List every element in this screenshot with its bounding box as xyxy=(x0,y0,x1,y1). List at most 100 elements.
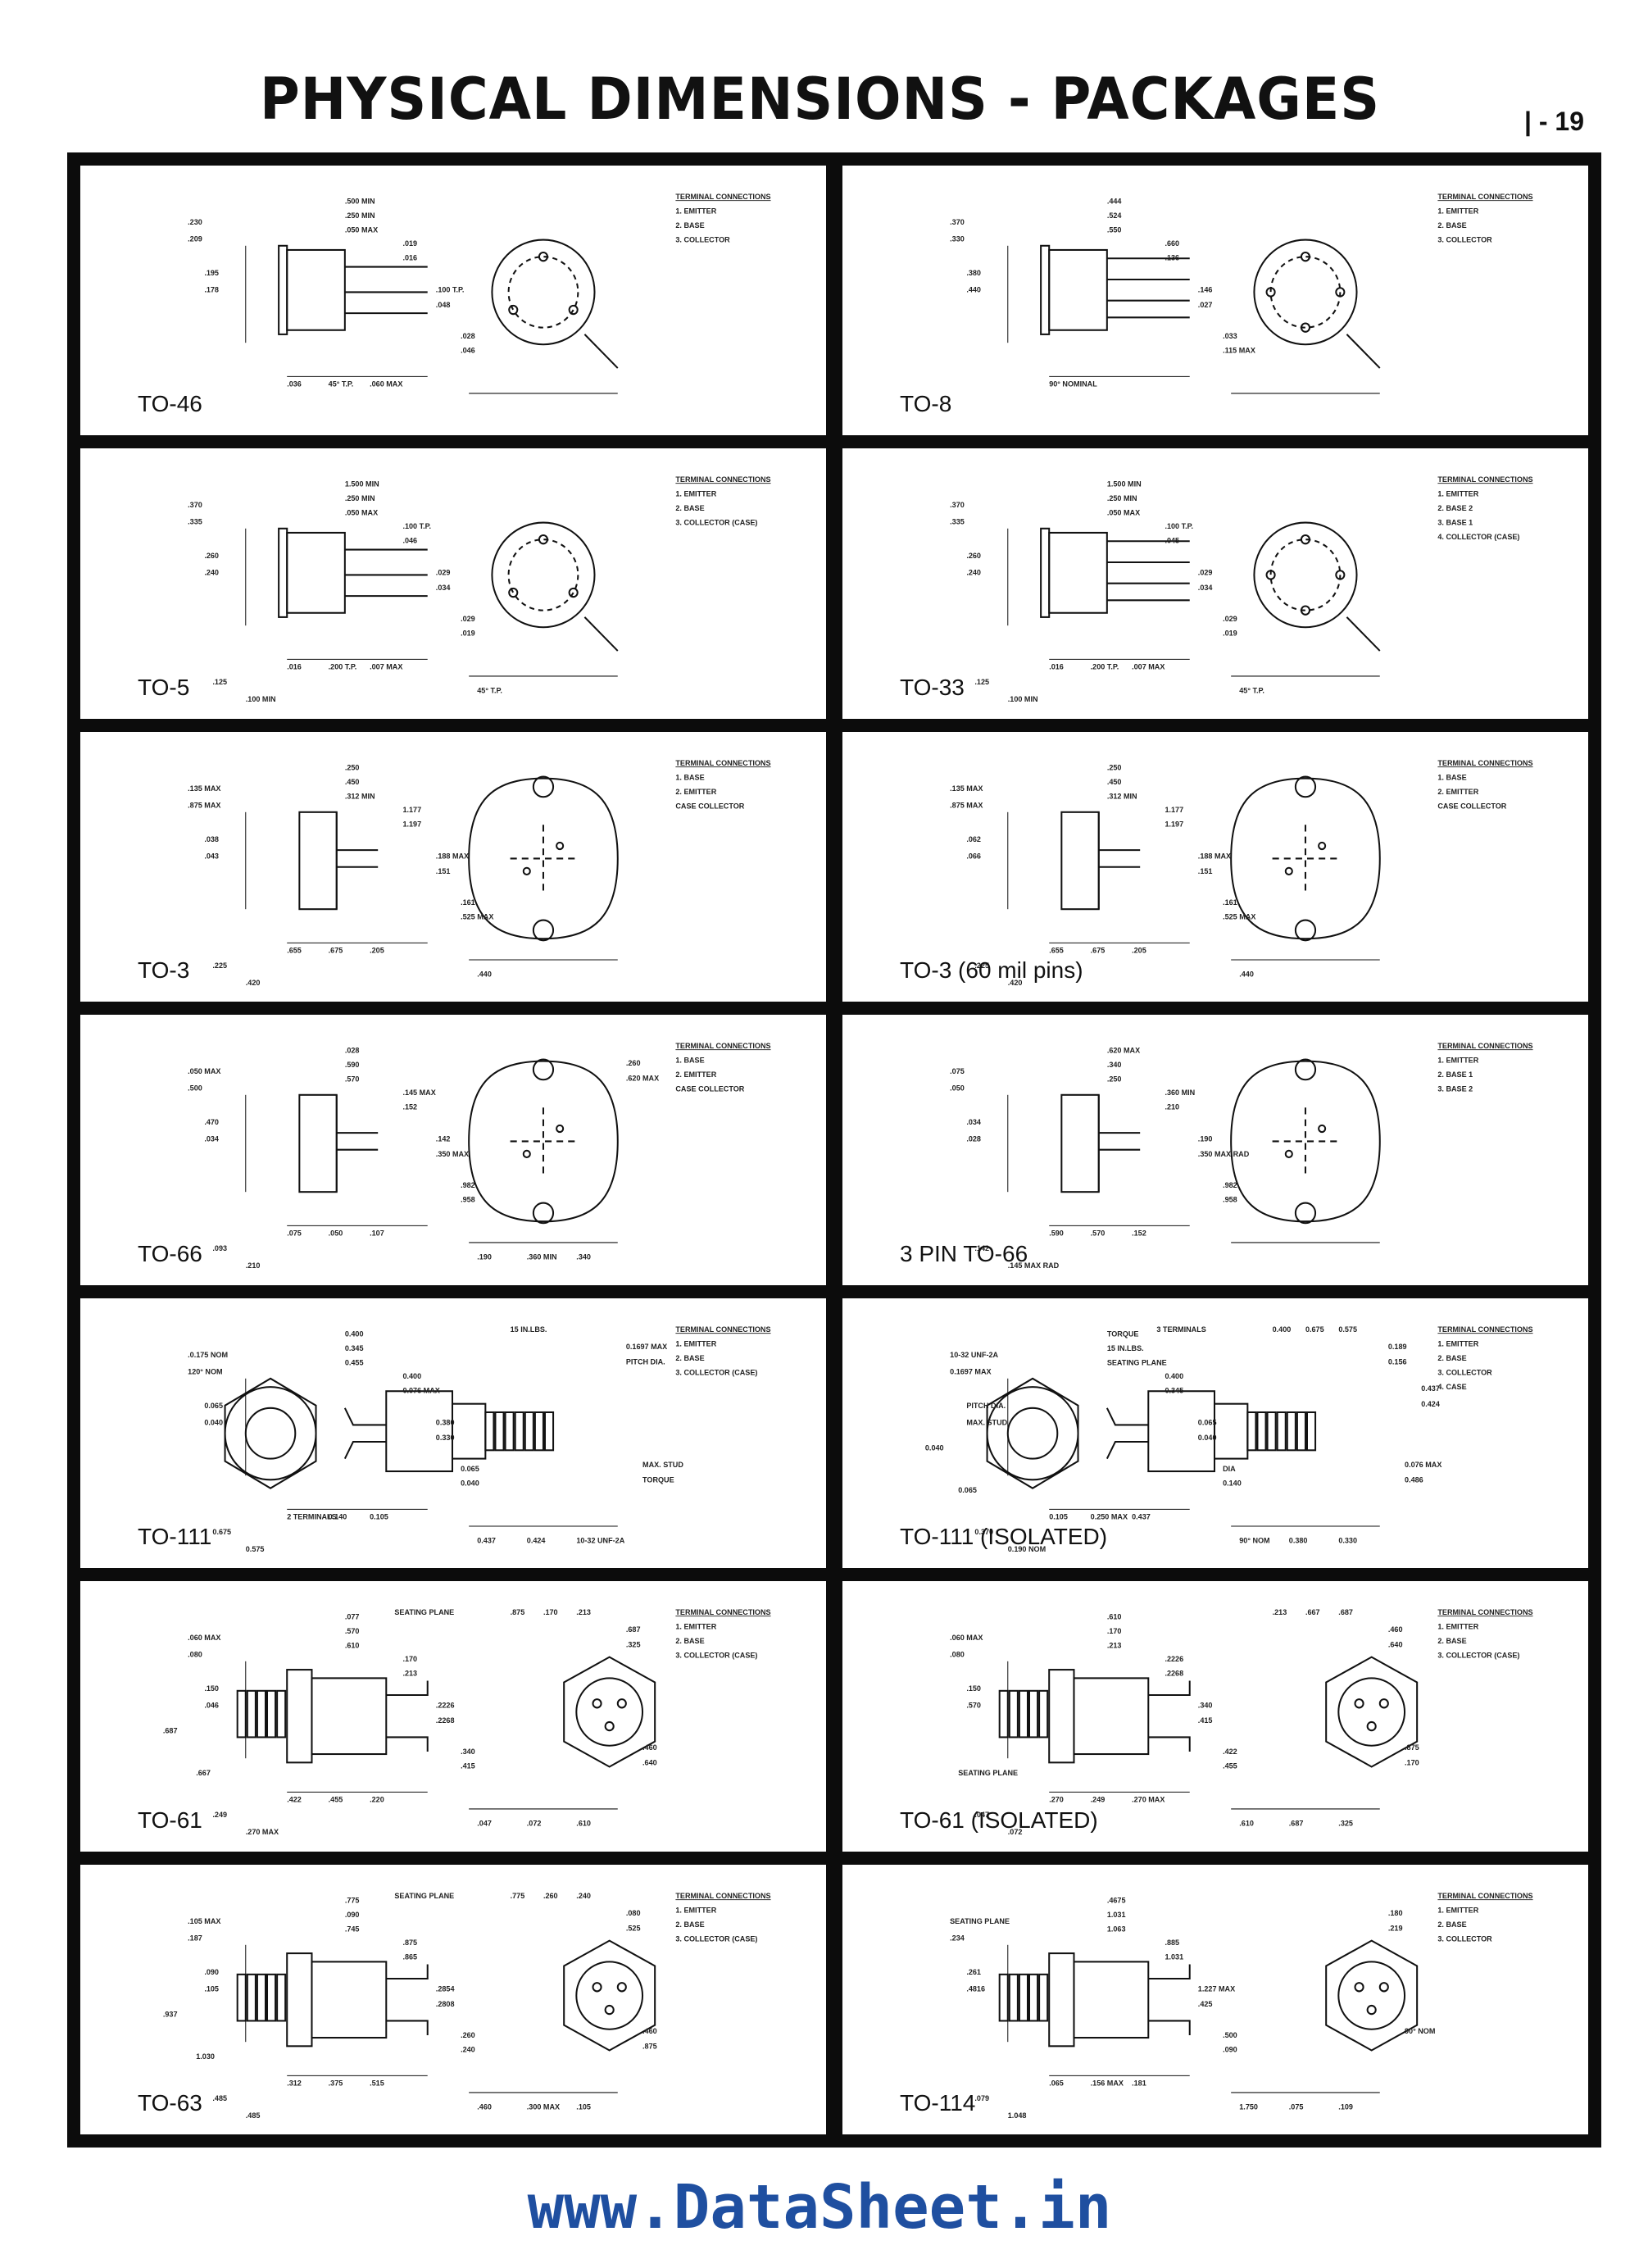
dimension-label: .029 xyxy=(1223,615,1237,623)
dimension-label: .655 xyxy=(1049,946,1064,954)
package-drawing: SEATING PLANE.234.261.4816.46751.0311.06… xyxy=(950,1892,1532,2120)
terminal-connection-item: CASE COLLECTOR xyxy=(1437,802,1506,810)
dimension-label: .220 xyxy=(370,1796,384,1804)
package-panel: .060 MAX.080.150.046.077.570.610.170.213… xyxy=(80,1581,826,1852)
dimension-label: .105 xyxy=(204,1984,219,1993)
dimension-label: 15 IN.LBS. xyxy=(1107,1343,1144,1352)
dimension-label: .875 xyxy=(1405,1743,1419,1752)
dimension-label: .250 MIN xyxy=(345,494,375,502)
dimension-label: .312 MIN xyxy=(345,792,375,800)
dimension-label: .077 xyxy=(345,1612,360,1620)
terminal-connection-item: 1. EMITTER xyxy=(1437,1057,1478,1065)
dimension-label: .570 xyxy=(966,1701,981,1709)
dimension-label: .620 MAX xyxy=(626,1074,660,1082)
dimension-label: .270 xyxy=(1049,1796,1064,1804)
dimension-label: .370 xyxy=(188,501,202,509)
dimension-label: .046 xyxy=(402,537,417,545)
dimension-label: .151 xyxy=(436,867,451,875)
dimension-label: .610 xyxy=(576,1820,591,1828)
dimension-label: TORQUE xyxy=(1107,1329,1139,1338)
dimension-label: .340 xyxy=(576,1253,591,1261)
dimension-label: .675 xyxy=(329,946,343,954)
dimension-label: .219 xyxy=(1388,1924,1403,1932)
package-label: TO-63 xyxy=(138,2089,202,2116)
dimension-label: .885 xyxy=(1165,1938,1179,1946)
dimension-label: .225 xyxy=(974,961,989,970)
dimension-label: 45° T.P. xyxy=(477,687,502,695)
terminal-connection-item: 2. EMITTER xyxy=(675,1070,716,1079)
dimension-label: .360 MIN xyxy=(527,1253,557,1261)
package-label: TO-61 xyxy=(138,1807,202,1833)
dimension-label: .034 xyxy=(204,1135,220,1143)
dimension-label: .016 xyxy=(402,253,417,261)
dimension-label: .050 MAX xyxy=(1107,509,1141,517)
terminal-connection-item: 2. BASE xyxy=(675,221,704,230)
dimension-label: .019 xyxy=(1223,629,1237,638)
terminal-connection-item: 1. EMITTER xyxy=(675,490,716,498)
terminal-connection-item: 2. BASE xyxy=(675,1920,704,1929)
terminal-connections-heading: TERMINAL CONNECTIONS xyxy=(1437,193,1532,201)
dimension-label: 1.500 MIN xyxy=(345,480,379,489)
dimension-label: .135 MAX xyxy=(188,784,221,793)
dimension-label: .065 xyxy=(1049,2079,1064,2087)
dimension-label: .016 xyxy=(287,663,302,671)
package-label: 3 PIN TO-66 xyxy=(900,1240,1028,1266)
package-label: TO-61 (ISOLATED) xyxy=(900,1807,1098,1833)
dimension-label: .420 xyxy=(246,979,261,987)
dimension-label: .460 xyxy=(1388,1625,1403,1634)
page-title: PHYSICAL DIMENSIONS - PACKAGES xyxy=(259,66,1381,133)
dimension-label: .066 xyxy=(966,852,981,860)
dimension-label: .062 xyxy=(966,835,981,843)
dimension-label: .188 MAX xyxy=(436,852,470,860)
dimension-label: .072 xyxy=(527,1820,542,1828)
dimension-label: .300 MAX xyxy=(527,2102,561,2111)
package-panel: .135 MAX.875 MAX.038.043.250.450.312 MIN… xyxy=(80,731,826,1002)
dimension-label: .515 xyxy=(370,2079,384,2087)
dimension-label: .312 MIN xyxy=(1107,792,1137,800)
dimension-label: .100 MIN xyxy=(1008,695,1038,703)
dimension-label: .034 xyxy=(436,584,452,592)
dimension-label: 0.105 xyxy=(370,1512,388,1520)
dimension-label: .2226 xyxy=(436,1701,455,1709)
dimension-label: 10-32 UNF-2A xyxy=(950,1351,998,1359)
dimension-label: .060 MAX xyxy=(950,1634,983,1642)
dimension-label: .422 xyxy=(287,1796,302,1804)
dimension-label: .028 xyxy=(345,1047,360,1055)
dimension-label: 1.177 xyxy=(402,806,421,814)
dimension-label: .115 MAX xyxy=(1223,346,1256,354)
terminal-connection-item: 2. BASE 2 xyxy=(1437,505,1473,513)
dimension-label: .161 xyxy=(461,898,475,907)
dimension-label: .667 xyxy=(196,1769,211,1777)
terminal-connections-heading: TERMINAL CONNECTIONS xyxy=(1437,759,1532,767)
dimension-label: .029 xyxy=(1198,569,1213,577)
dimension-label: .610 xyxy=(1239,1820,1254,1828)
dimension-label: .2854 xyxy=(436,1984,456,1993)
dimension-label: .240 xyxy=(576,1892,591,1900)
package-label: TO-3 xyxy=(138,957,190,984)
dimension-label: .072 xyxy=(1008,1828,1023,1836)
package-drawing: .075.050.034.028.620 MAX.340.250.360 MIN… xyxy=(950,1042,1532,1270)
dimension-label: TORQUE xyxy=(642,1475,674,1484)
dimension-label: .187 xyxy=(188,1934,202,1942)
dimension-label: .027 xyxy=(1198,301,1213,309)
package-panel: .370.330.380.440.444.524.550.660.136.146… xyxy=(842,166,1588,436)
dimension-label: .340 xyxy=(461,1748,475,1756)
terminal-connection-item: 3. BASE 2 xyxy=(1437,1085,1473,1093)
dimension-label: .152 xyxy=(1132,1229,1146,1238)
dimension-label: .340 xyxy=(1107,1061,1122,1069)
dimension-label: 1.030 xyxy=(196,2052,215,2060)
package-panel: .050 MAX.500.470.034.028.590.570.145 MAX… xyxy=(80,1015,826,1285)
terminal-connections-heading: TERMINAL CONNECTIONS xyxy=(675,1042,770,1050)
dimension-label: 0.040 xyxy=(461,1479,479,1487)
dimension-label: 0.1697 MAX xyxy=(626,1342,668,1350)
dimension-label: .200 T.P. xyxy=(1091,663,1119,671)
dimension-label: .775 xyxy=(511,1892,525,1900)
dimension-label: .100 T.P. xyxy=(1165,522,1193,530)
dimension-label: 0.250 MAX xyxy=(1091,1512,1128,1520)
dimension-label: .145 MAX RAD xyxy=(1008,1261,1060,1270)
dimension-label: .655 xyxy=(287,946,302,954)
